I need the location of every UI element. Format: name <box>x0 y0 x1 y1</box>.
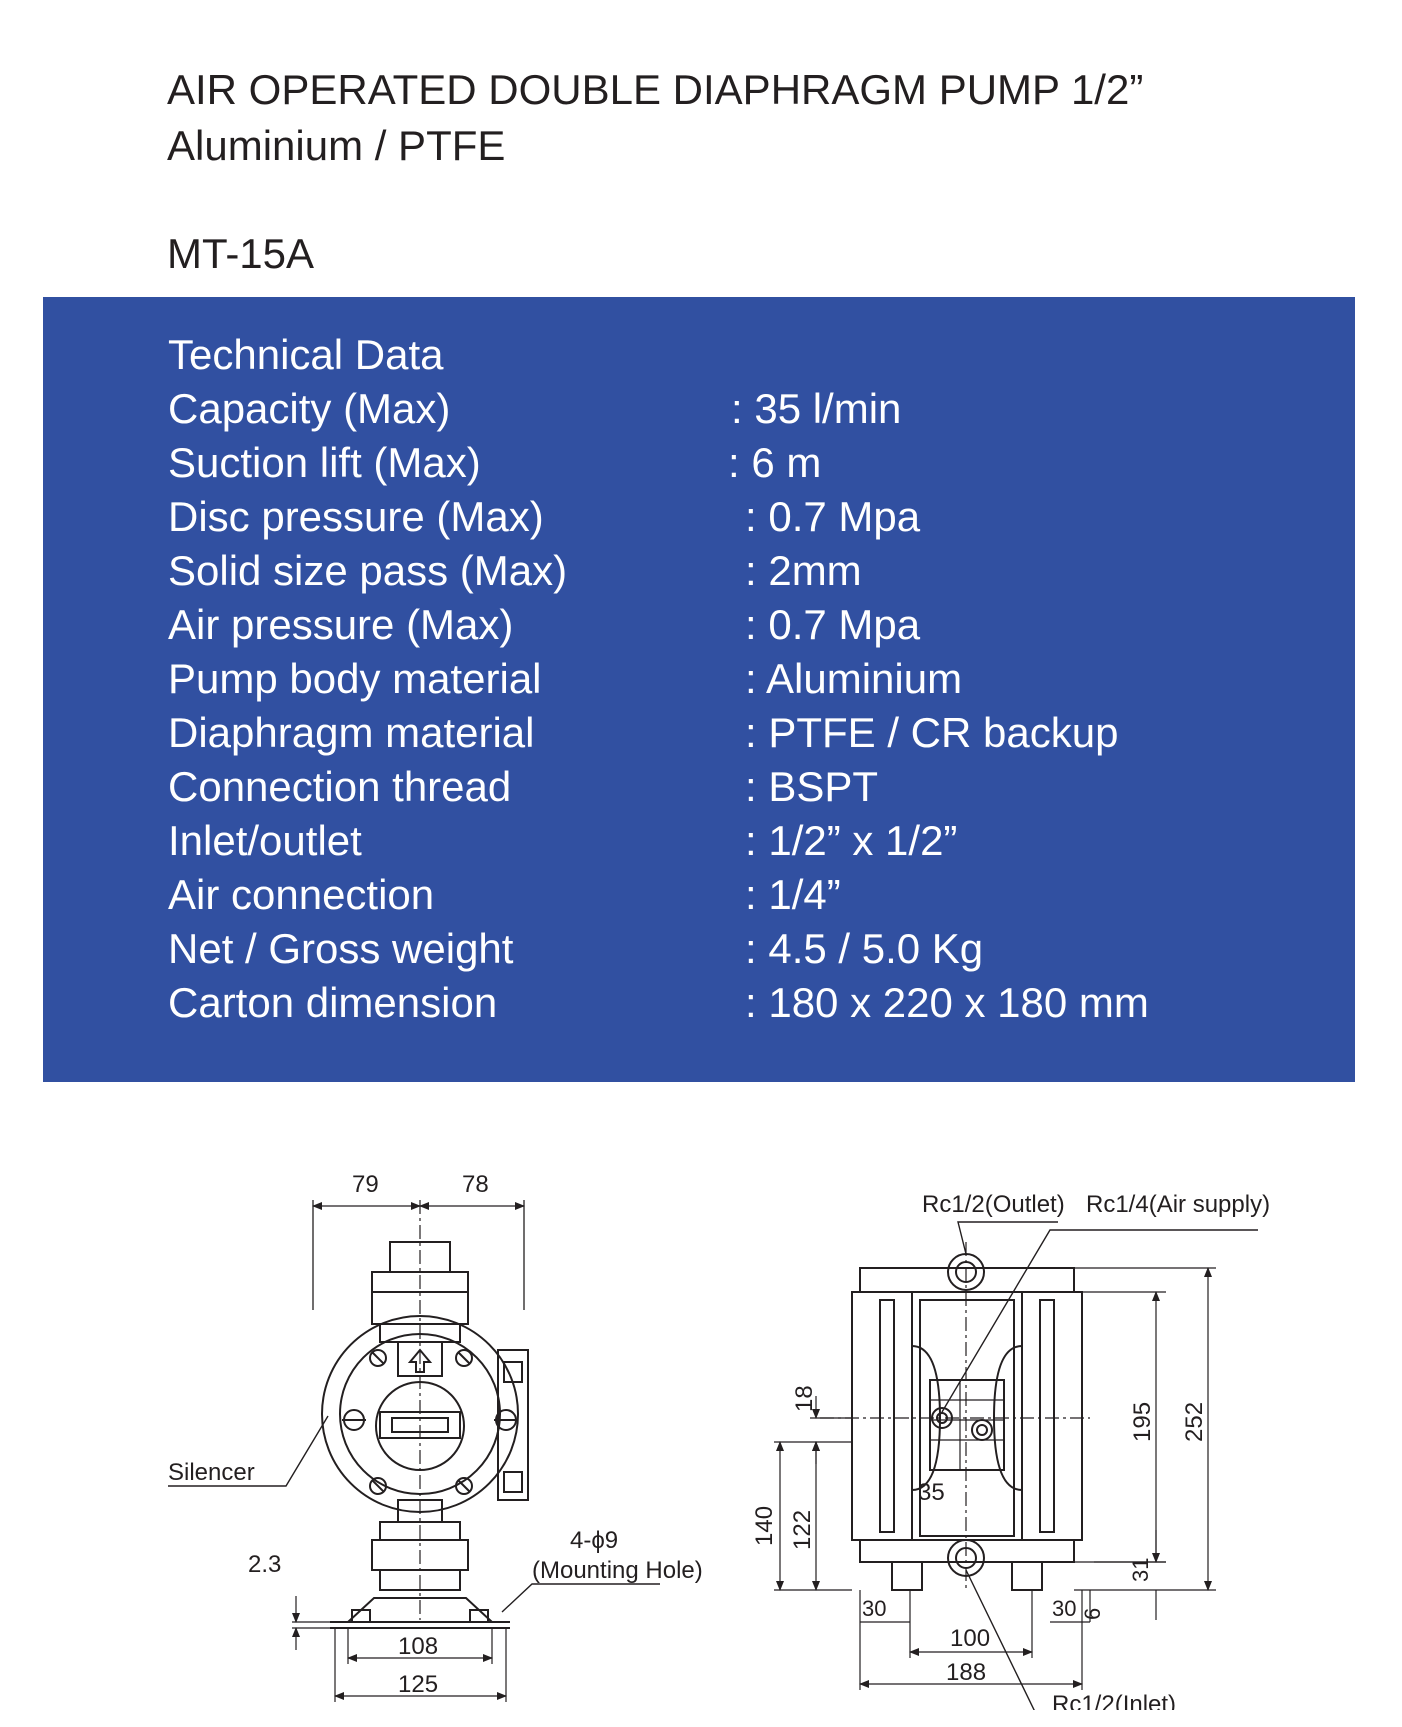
spec-row: Solid size pass (Max) : 2mm <box>168 546 1318 596</box>
spec-value: : PTFE / CR backup <box>745 709 1119 756</box>
dim-30-left: 30 <box>862 1596 886 1621</box>
spec-row: Pump body material : Aluminium <box>168 654 1318 704</box>
spec-row: Capacity (Max) : 35 l/min <box>168 384 1318 434</box>
dim-30-right: 30 <box>1052 1596 1076 1621</box>
spec-row: Disc pressure (Max) : 0.7 Mpa <box>168 492 1318 542</box>
spec-label: Capacity (Max) <box>168 385 451 432</box>
mounting-hole-label: (Mounting Hole) <box>532 1557 703 1584</box>
spec-value: : 6 m <box>728 439 822 486</box>
dim-122: 122 <box>789 1510 816 1550</box>
dim-252: 252 <box>1181 1402 1208 1442</box>
spec-label: Connection thread <box>168 763 512 810</box>
spec-row: Suction lift (Max) : 6 m <box>168 438 1318 488</box>
dim-125: 125 <box>398 1671 438 1698</box>
dim-2-3: 2.3 <box>248 1551 281 1578</box>
spec-label: Suction lift (Max) <box>168 439 481 486</box>
spec-row: Air connection : 1/4” <box>168 870 1318 920</box>
spec-row: Connection thread : BSPT <box>168 762 1318 812</box>
product-title-line1: AIR OPERATED DOUBLE DIAPHRAGM PUMP 1/2” <box>167 66 1144 113</box>
air-supply-label: Rc1/4(Air supply) <box>1086 1191 1270 1218</box>
dim-195: 195 <box>1129 1402 1156 1442</box>
technical-drawing: 79 78 Silencer 2.3 4-ϕ9 (Mounting Hole) … <box>168 1171 1270 1710</box>
spec-label: Air connection <box>168 871 435 918</box>
dim-18: 18 <box>791 1385 818 1412</box>
dim-140: 140 <box>751 1506 778 1546</box>
spec-label: Diaphragm material <box>168 709 535 756</box>
spec-row: Air pressure (Max) : 0.7 Mpa <box>168 600 1318 650</box>
inlet-label: Rc1/2(Inlet) <box>1052 1691 1176 1710</box>
dim-79: 79 <box>352 1171 379 1198</box>
dim-6: 6 <box>1080 1608 1105 1620</box>
dim-78: 78 <box>462 1171 489 1198</box>
dim-31: 31 <box>1128 1558 1153 1582</box>
spec-value: : 0.7 Mpa <box>745 601 921 648</box>
silencer-label: Silencer <box>168 1459 255 1486</box>
spec-label: Disc pressure (Max) <box>168 493 544 540</box>
dim-35: 35 <box>918 1479 945 1506</box>
spec-value: : 1/2” x 1/2” <box>745 817 958 864</box>
spec-value: : 4.5 / 5.0 Kg <box>745 925 984 972</box>
dim-100: 100 <box>950 1625 990 1652</box>
product-title-line2: Aluminium / PTFE <box>167 122 506 169</box>
spec-row: Net / Gross weight : 4.5 / 5.0 Kg <box>168 924 1318 974</box>
spec-label: Air pressure (Max) <box>168 601 514 648</box>
front-view-drawing <box>168 1200 660 1702</box>
spec-label: Net / Gross weight <box>168 925 514 972</box>
spec-value: : 2mm <box>745 547 862 594</box>
dim-108: 108 <box>398 1633 438 1660</box>
spec-value: : 35 l/min <box>731 385 902 432</box>
product-title: AIR OPERATED DOUBLE DIAPHRAGM PUMP 1/2” … <box>167 62 1143 174</box>
spec-label: Carton dimension <box>168 979 498 1026</box>
spec-row: Carton dimension : 180 x 220 x 180 mm <box>168 978 1318 1028</box>
spec-label: Inlet/outlet <box>168 817 362 864</box>
model-number: MT-15A <box>167 230 315 277</box>
technical-data-heading: Technical Data <box>168 331 444 378</box>
spec-value: : 180 x 220 x 180 mm <box>745 979 1149 1026</box>
spec-row: Inlet/outlet : 1/2” x 1/2” <box>168 816 1318 866</box>
spec-label: Solid size pass (Max) <box>168 547 568 594</box>
outlet-label: Rc1/2(Outlet) <box>922 1191 1065 1218</box>
spec-value: : Aluminium <box>745 655 963 702</box>
spec-value: : 1/4” <box>745 871 841 918</box>
dim-188: 188 <box>946 1659 986 1686</box>
spec-value: : BSPT <box>745 763 879 810</box>
spec-value: : 0.7 Mpa <box>745 493 921 540</box>
spec-label: Pump body material <box>168 655 542 702</box>
spec-row: Diaphragm material : PTFE / CR backup <box>168 708 1318 758</box>
mounting-hole-count: 4-ϕ9 <box>570 1527 618 1554</box>
side-view-drawing <box>774 1221 1258 1710</box>
